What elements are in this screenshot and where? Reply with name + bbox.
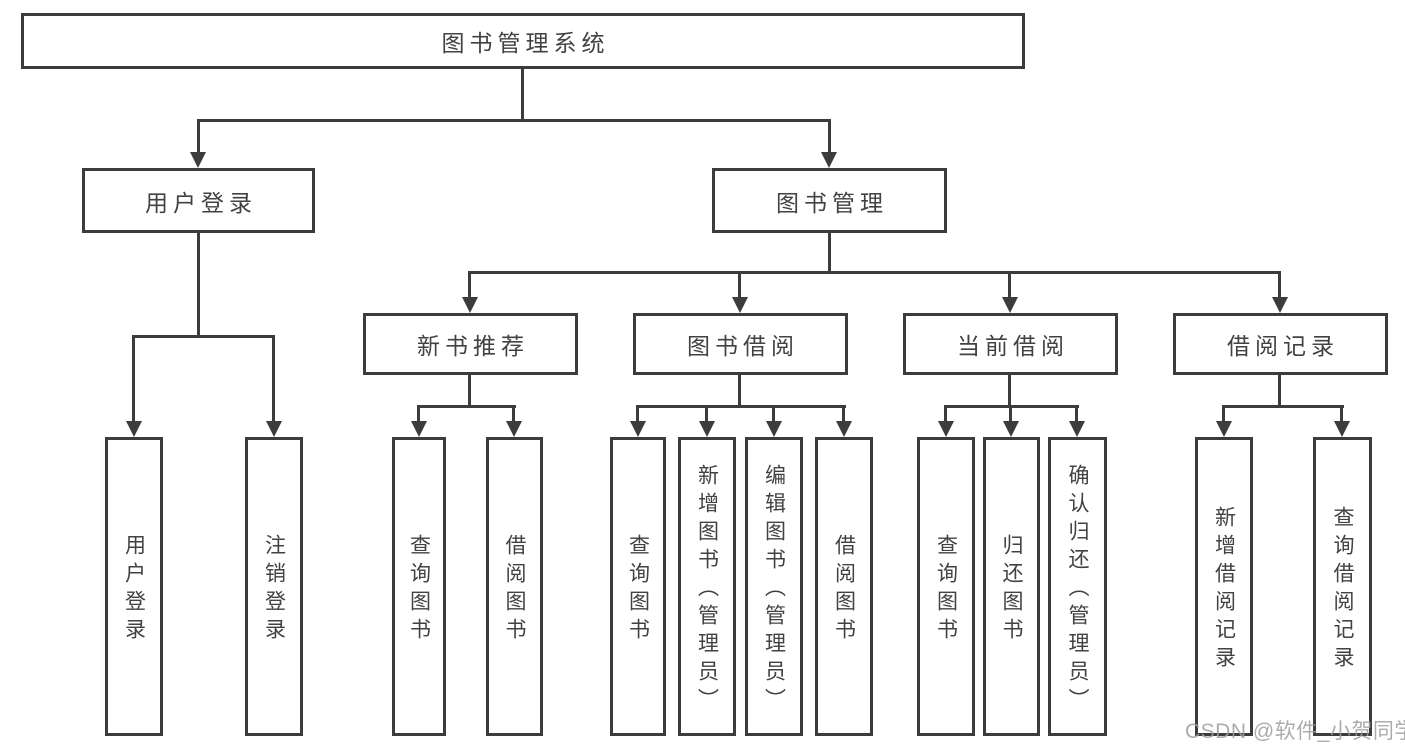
leaf-query-borrow-record: 查询借阅记录 <box>1313 437 1372 736</box>
connector-line <box>944 405 947 422</box>
node-book-borrowing: 图书借阅 <box>633 313 848 375</box>
node-new-book-recommendation: 新书推荐 <box>363 313 578 375</box>
csdn-watermark: CSDN @软件_小贺同学 <box>1185 720 1405 743</box>
leaf-query-books-current: 查询图书 <box>917 437 975 736</box>
connector-line <box>828 119 831 155</box>
node-label: 借阅图书 <box>503 534 526 646</box>
arrow-down-icon <box>699 421 715 437</box>
arrow-down-icon <box>630 421 646 437</box>
connector-line <box>1008 375 1011 408</box>
leaf-add-books-admin: 新增图书（管理员） <box>678 437 736 736</box>
arrow-down-icon <box>1002 297 1018 313</box>
connector-line <box>1075 405 1078 422</box>
node-user-login: 用户登录 <box>82 168 315 233</box>
connector-line <box>468 271 471 299</box>
connector-line <box>197 119 831 122</box>
arrow-down-icon <box>938 421 954 437</box>
connector-line <box>132 335 275 338</box>
node-label: 查询借阅记录 <box>1331 506 1354 674</box>
node-label: 查询图书 <box>407 534 431 646</box>
node-borrowing-records: 借阅记录 <box>1173 313 1388 375</box>
leaf-query-books-borrowing: 查询图书 <box>610 437 666 736</box>
connector-line <box>1009 405 1012 422</box>
connector-line <box>417 405 516 408</box>
node-current-borrowing: 当前借阅 <box>903 313 1118 375</box>
connector-line <box>738 271 741 299</box>
connector-line <box>828 233 831 274</box>
connector-line <box>738 375 741 408</box>
leaf-borrow-books-borrowing: 借阅图书 <box>815 437 873 736</box>
connector-line <box>197 119 200 155</box>
node-label: 图书管理 <box>776 189 888 216</box>
node-book-management: 图书管理 <box>712 168 947 233</box>
node-label: 当前借阅 <box>957 333 1069 359</box>
connector-line <box>512 405 515 422</box>
connector-line <box>132 335 135 422</box>
arrow-down-icon <box>732 297 748 313</box>
leaf-borrow-books-recommend: 借阅图书 <box>486 437 543 736</box>
arrow-down-icon <box>190 152 206 168</box>
arrow-down-icon <box>1003 421 1019 437</box>
node-label: 归还图书 <box>1000 534 1023 646</box>
connector-line <box>1340 405 1343 422</box>
arrow-down-icon <box>411 421 427 437</box>
connector-line <box>468 271 1281 274</box>
connector-line <box>705 405 708 422</box>
arrow-down-icon <box>266 421 282 437</box>
connector-line <box>636 405 639 422</box>
connector-line <box>272 335 275 422</box>
node-label: 借阅记录 <box>1227 333 1339 359</box>
node-label: 新增图书（管理员） <box>695 464 719 716</box>
connector-line <box>468 375 471 408</box>
node-label: 查询图书 <box>626 534 650 646</box>
node-label: 图书管理系统 <box>441 30 610 56</box>
leaf-return-books: 归还图书 <box>983 437 1040 736</box>
leaf-user-login: 用户登录 <box>105 437 163 736</box>
connector-line <box>521 69 524 122</box>
arrow-down-icon <box>126 421 142 437</box>
node-label: 编辑图书（管理员） <box>762 464 786 716</box>
connector-line <box>1278 375 1281 408</box>
connector-line <box>1222 405 1344 408</box>
connector-line <box>842 405 845 422</box>
leaf-edit-books-admin: 编辑图书（管理员） <box>745 437 803 736</box>
node-label: 查询图书 <box>934 534 958 646</box>
connector-line <box>417 405 420 422</box>
arrow-down-icon <box>462 297 478 313</box>
node-label: 图书借阅 <box>687 333 799 359</box>
connector-line <box>1278 271 1281 299</box>
connector-line <box>1008 271 1011 299</box>
node-label: 借阅图书 <box>832 534 856 646</box>
arrow-down-icon <box>1216 421 1232 437</box>
node-label: 新书推荐 <box>417 333 529 359</box>
node-label: 用户登录 <box>122 534 146 646</box>
arrow-down-icon <box>506 421 522 437</box>
leaf-query-books-recommend: 查询图书 <box>392 437 446 736</box>
arrow-down-icon <box>766 421 782 437</box>
arrow-down-icon <box>1069 421 1085 437</box>
connector-line <box>1222 405 1225 422</box>
connector-line <box>772 405 775 422</box>
arrow-down-icon <box>1334 421 1350 437</box>
node-library-management-system: 图书管理系统 <box>21 13 1025 69</box>
node-label: 用户登录 <box>145 189 257 216</box>
arrow-down-icon <box>836 421 852 437</box>
arrow-down-icon <box>821 152 837 168</box>
node-label: 新增借阅记录 <box>1212 506 1236 674</box>
leaf-add-borrow-record: 新增借阅记录 <box>1195 437 1253 736</box>
connector-line <box>197 233 200 338</box>
node-label: 确认归还（管理员） <box>1066 464 1089 716</box>
arrow-down-icon <box>1272 297 1288 313</box>
node-label: 注销登录 <box>262 534 286 646</box>
leaf-logout: 注销登录 <box>245 437 303 736</box>
leaf-confirm-return-admin: 确认归还（管理员） <box>1048 437 1107 736</box>
connector-line <box>636 405 846 408</box>
